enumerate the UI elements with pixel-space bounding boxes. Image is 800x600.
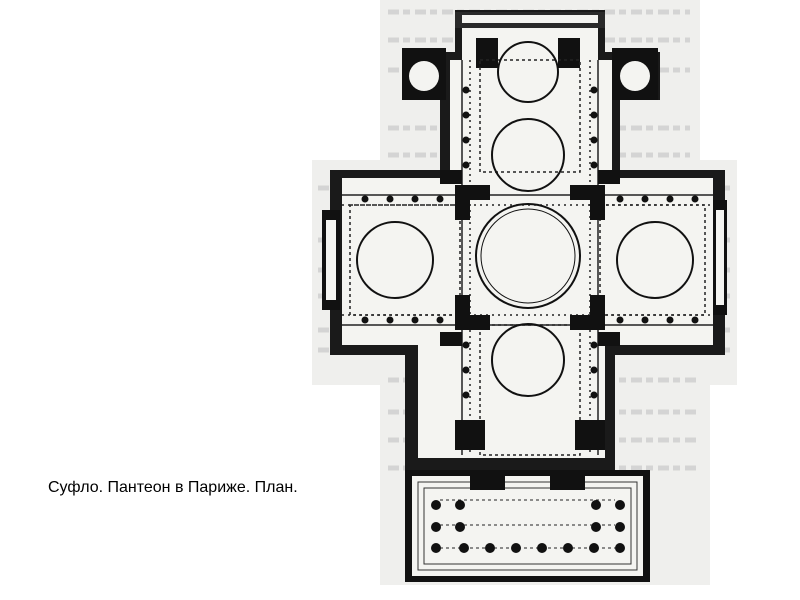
slide-caption: Суфло. Пантеон в Париже. План. [48,479,298,496]
columns [361,86,699,399]
transept-ends [322,200,727,315]
dome-circles [356,41,694,397]
portico [405,470,650,582]
outer-walls [330,10,725,470]
crossing-piers [440,170,620,450]
vault-lines [342,59,713,456]
corner-turrets [402,38,658,100]
